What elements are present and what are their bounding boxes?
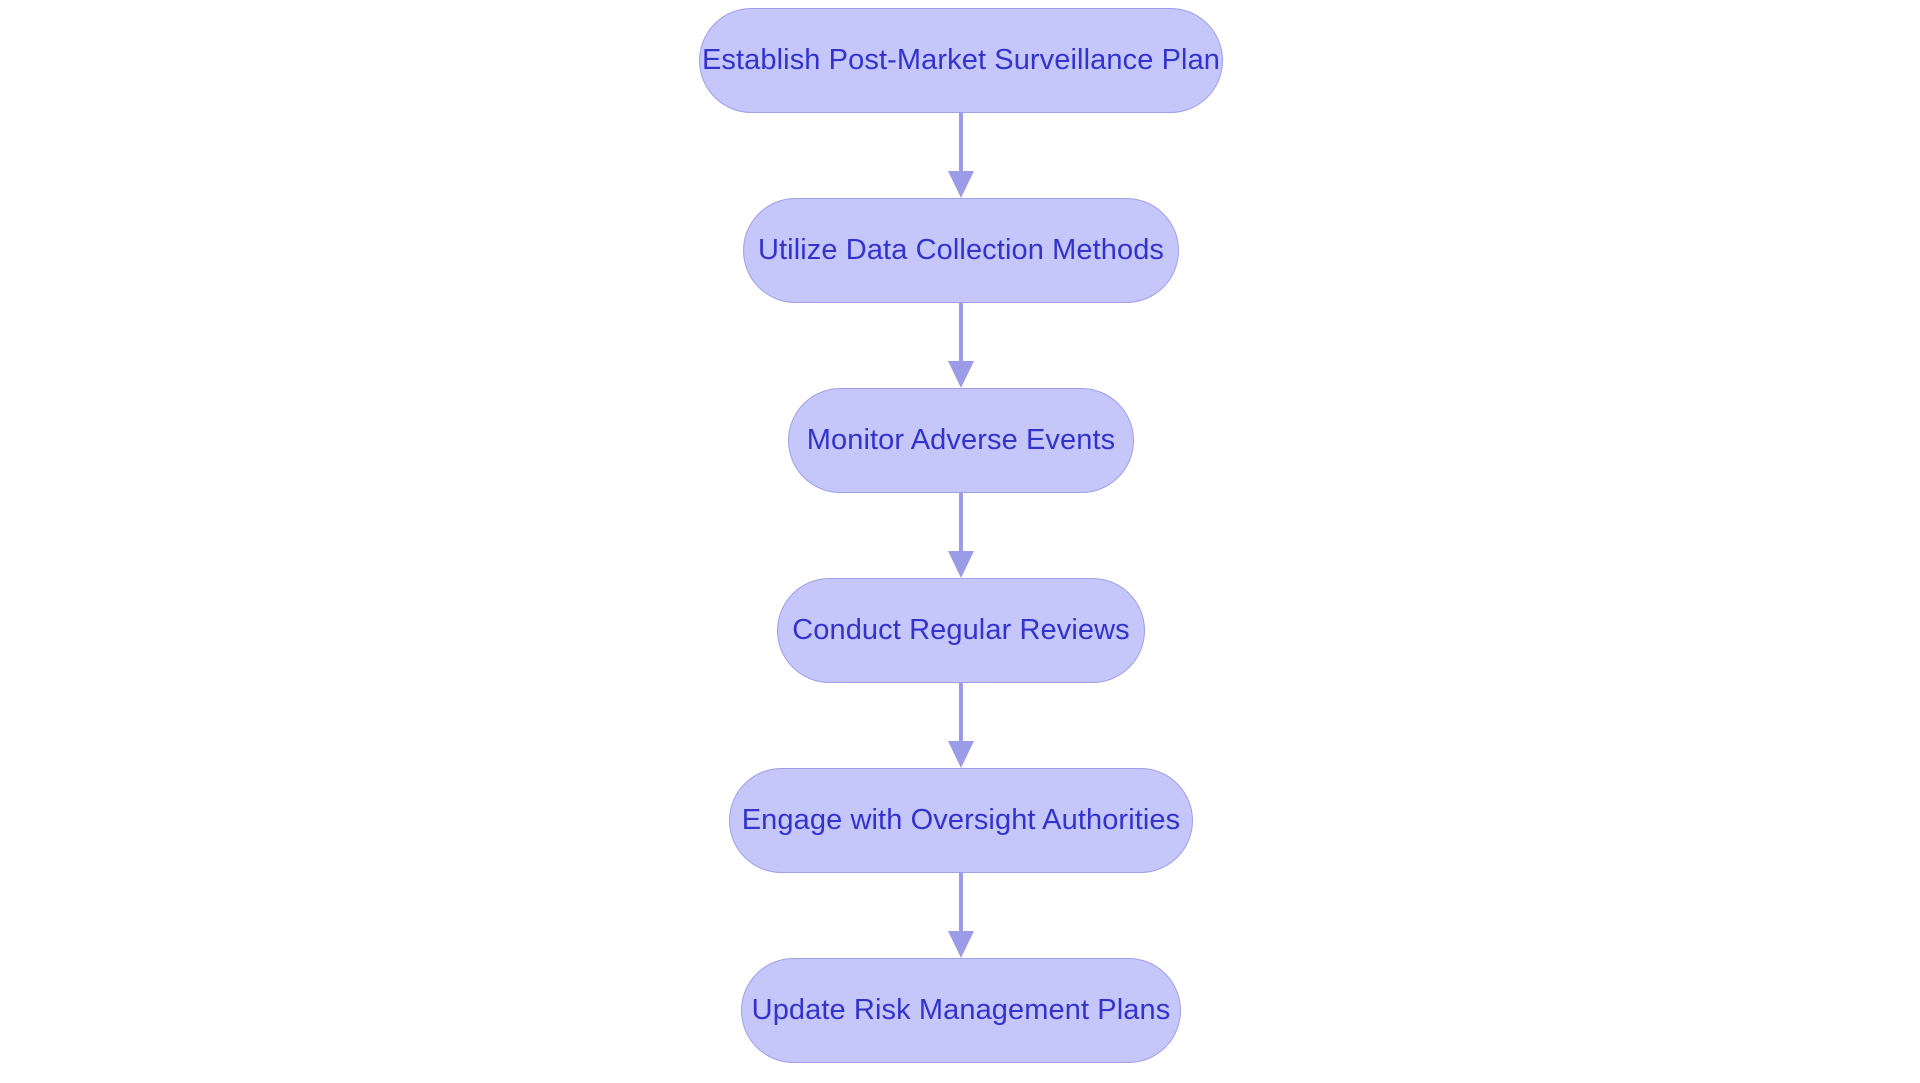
flowchart-connector-edge-1 <box>948 113 974 198</box>
down-arrow-icon <box>948 931 974 958</box>
down-arrow-icon <box>948 551 974 578</box>
down-arrow-icon <box>948 171 974 198</box>
flowchart-connector-edge-2 <box>948 303 974 388</box>
node-label: Monitor Adverse Events <box>806 424 1116 456</box>
node-label: Establish Post-Market Surveillance Plan <box>701 44 1221 76</box>
flowchart-connector-edge-3 <box>948 493 974 578</box>
flowchart-node-step-4[interactable]: Conduct Regular Reviews <box>777 578 1145 683</box>
connector-line <box>959 873 963 935</box>
connector-line <box>959 303 963 365</box>
down-arrow-icon <box>948 741 974 768</box>
connector-line <box>959 493 963 555</box>
node-label: Update Risk Management Plans <box>751 994 1171 1026</box>
flowchart-connector-edge-4 <box>948 683 974 768</box>
connector-line <box>959 113 963 175</box>
down-arrow-icon <box>948 361 974 388</box>
node-label: Utilize Data Collection Methods <box>757 234 1165 266</box>
flowchart-node-step-3[interactable]: Monitor Adverse Events <box>788 388 1134 493</box>
flowchart-node-step-1[interactable]: Establish Post-Market Surveillance Plan <box>699 8 1223 113</box>
node-label: Engage with Oversight Authorities <box>741 804 1181 836</box>
flowchart-node-step-2[interactable]: Utilize Data Collection Methods <box>743 198 1179 303</box>
connector-line <box>959 683 963 745</box>
flowchart-connector-edge-5 <box>948 873 974 958</box>
flowchart-node-step-5[interactable]: Engage with Oversight Authorities <box>729 768 1193 873</box>
flowchart-node-step-6[interactable]: Update Risk Management Plans <box>741 958 1181 1063</box>
node-label: Conduct Regular Reviews <box>792 614 1130 646</box>
